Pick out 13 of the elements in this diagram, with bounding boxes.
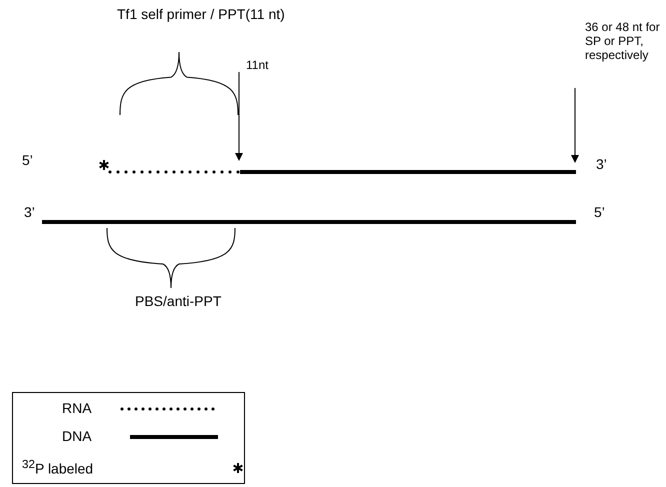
primer-title: Tf1 self primer / PPT(11 nt) <box>117 6 285 22</box>
legend-text: DNA <box>62 428 92 444</box>
strand-end-label: 5’ <box>22 152 33 168</box>
strand-end-label: 3’ <box>24 204 35 220</box>
legend-text: RNA <box>62 400 92 416</box>
legend-text: $^{32}$P labeled <box>22 457 94 477</box>
leader-arrow <box>235 72 243 161</box>
strand-end-label: 5’ <box>594 204 605 220</box>
leader-arrow <box>571 88 579 163</box>
region-label: PBS/anti-PPT <box>135 293 222 309</box>
strand-end-label: 3’ <box>596 156 607 172</box>
annotation-text: 11nt <box>246 58 268 72</box>
annotation-text: 36 or 48 nt for SP or PPT, respectively <box>585 20 663 62</box>
